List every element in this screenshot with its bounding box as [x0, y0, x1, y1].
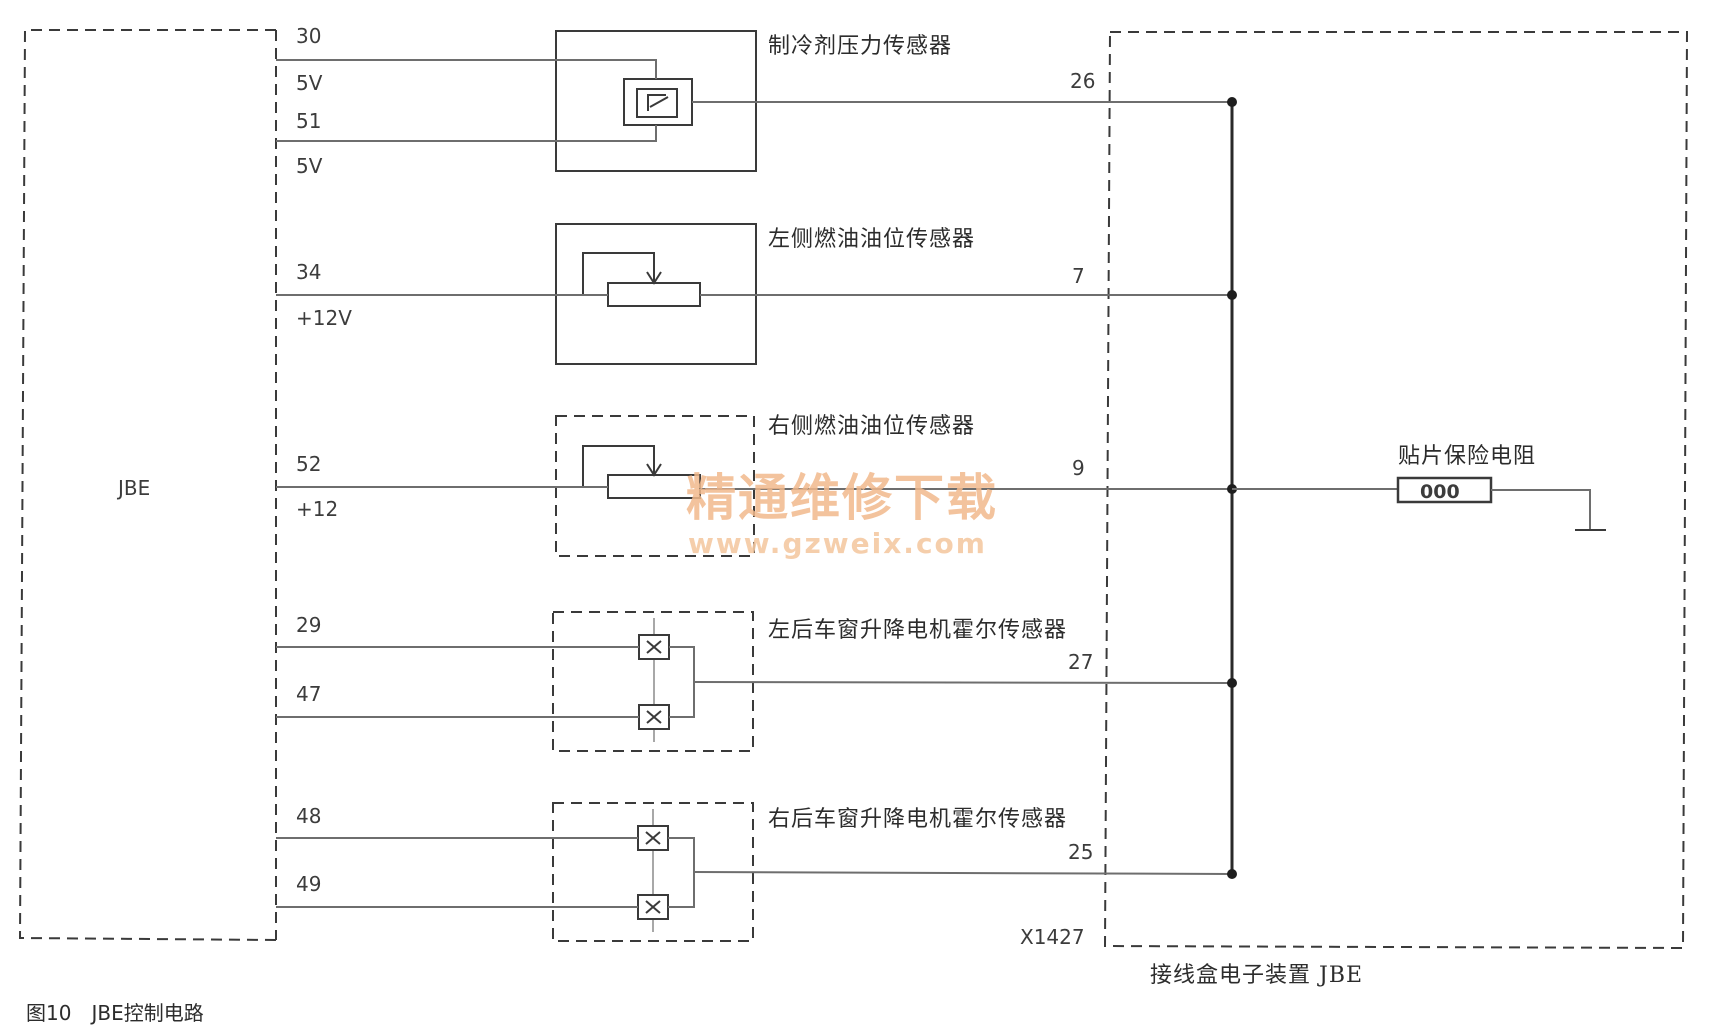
jbe-module-label: JBE [116, 476, 150, 500]
fuse-resistor-label: 贴片保险电阻 [1398, 444, 1536, 469]
right-rear-window-hall-sensor: 48 49 25 右后车窗升降电机霍尔传感器 [276, 802, 1237, 942]
hall-cross-upper [645, 831, 661, 845]
pin-number: 26 [1070, 69, 1095, 93]
potentiometer-wiper [582, 445, 662, 487]
pin-voltage: +12V [296, 306, 352, 330]
junction-dot [1227, 678, 1237, 688]
watermark-url: www.gzweix.com [688, 527, 987, 560]
pin-number: 27 [1068, 650, 1093, 674]
pin-number: 48 [296, 804, 321, 828]
hall-output-join [669, 646, 695, 718]
pin-voltage: 5V [296, 71, 323, 95]
sensor-label: 左后车窗升降电机霍尔传感器 [768, 618, 1067, 643]
pin-number: 52 [296, 452, 321, 476]
junction-box-label: 接线盒电子装置 JBE [1150, 963, 1363, 988]
wire-pin-30 [276, 59, 657, 79]
fuse-resistor-marking: 000 [1420, 481, 1460, 503]
hall-output-join [668, 837, 695, 908]
wire-pin-25 [693, 871, 1233, 875]
pressure-element-inner [636, 88, 678, 118]
pin-number: 30 [296, 24, 321, 48]
pin-number: 9 [1072, 456, 1085, 480]
hall-cross-upper [646, 640, 662, 654]
pin-number: 47 [296, 682, 321, 706]
jbe-module-box-left [18, 29, 277, 941]
pin-number: 29 [296, 613, 321, 637]
pin-number: 25 [1068, 840, 1093, 864]
potentiometer-resistor [607, 282, 701, 307]
junction-dot [1227, 869, 1237, 879]
figure-caption: 图10 JBE控制电路 [26, 1001, 204, 1025]
pressure-switch-symbol [647, 94, 669, 111]
potentiometer-wiper [582, 252, 662, 295]
sensor-label: 右后车窗升降电机霍尔传感器 [768, 807, 1067, 832]
pin-number: 49 [296, 872, 321, 896]
sensor-box [555, 415, 755, 557]
left-rear-window-hall-sensor: 29 47 27 左后车窗升降电机霍尔传感器 [276, 611, 1237, 752]
pin-voltage: +12 [296, 497, 338, 521]
hall-cross-lower [645, 900, 661, 914]
sensor-box [552, 611, 754, 752]
sensor-label: 左侧燃油油位传感器 [768, 227, 975, 252]
pin-number: 34 [296, 260, 321, 284]
hall-cross-lower [646, 710, 662, 724]
watermark-title: 精通维修下载 [686, 469, 998, 527]
left-fuel-level-sensor: 34 +12V 7 左侧燃油油位传感器 [276, 223, 1237, 365]
wire-pin-51 [276, 125, 657, 142]
pin-number: 51 [296, 109, 321, 133]
chip-fuse-resistor: 000 贴片保险电阻 [1232, 444, 1606, 531]
refrigerant-pressure-sensor: 30 5V 51 5V 26 制冷剂压力传感器 [276, 24, 1237, 178]
pin-voltage: 5V [296, 154, 323, 178]
sensor-label: 右侧燃油油位传感器 [768, 414, 975, 439]
right-fuel-level-sensor: 52 +12 9 右侧燃油油位传感器 [276, 414, 1237, 557]
junction-dot [1227, 290, 1237, 300]
pin-number: 7 [1072, 264, 1085, 288]
wire-pin-27 [693, 681, 1233, 684]
jbe-junction-box-right [1103, 31, 1689, 950]
sensor-box [552, 802, 754, 942]
wire-fuse-to-ground [1491, 489, 1591, 530]
junction-dot [1227, 97, 1237, 107]
sensor-label: 制冷剂压力传感器 [768, 34, 952, 59]
connector-label: X1427 [1020, 925, 1085, 949]
